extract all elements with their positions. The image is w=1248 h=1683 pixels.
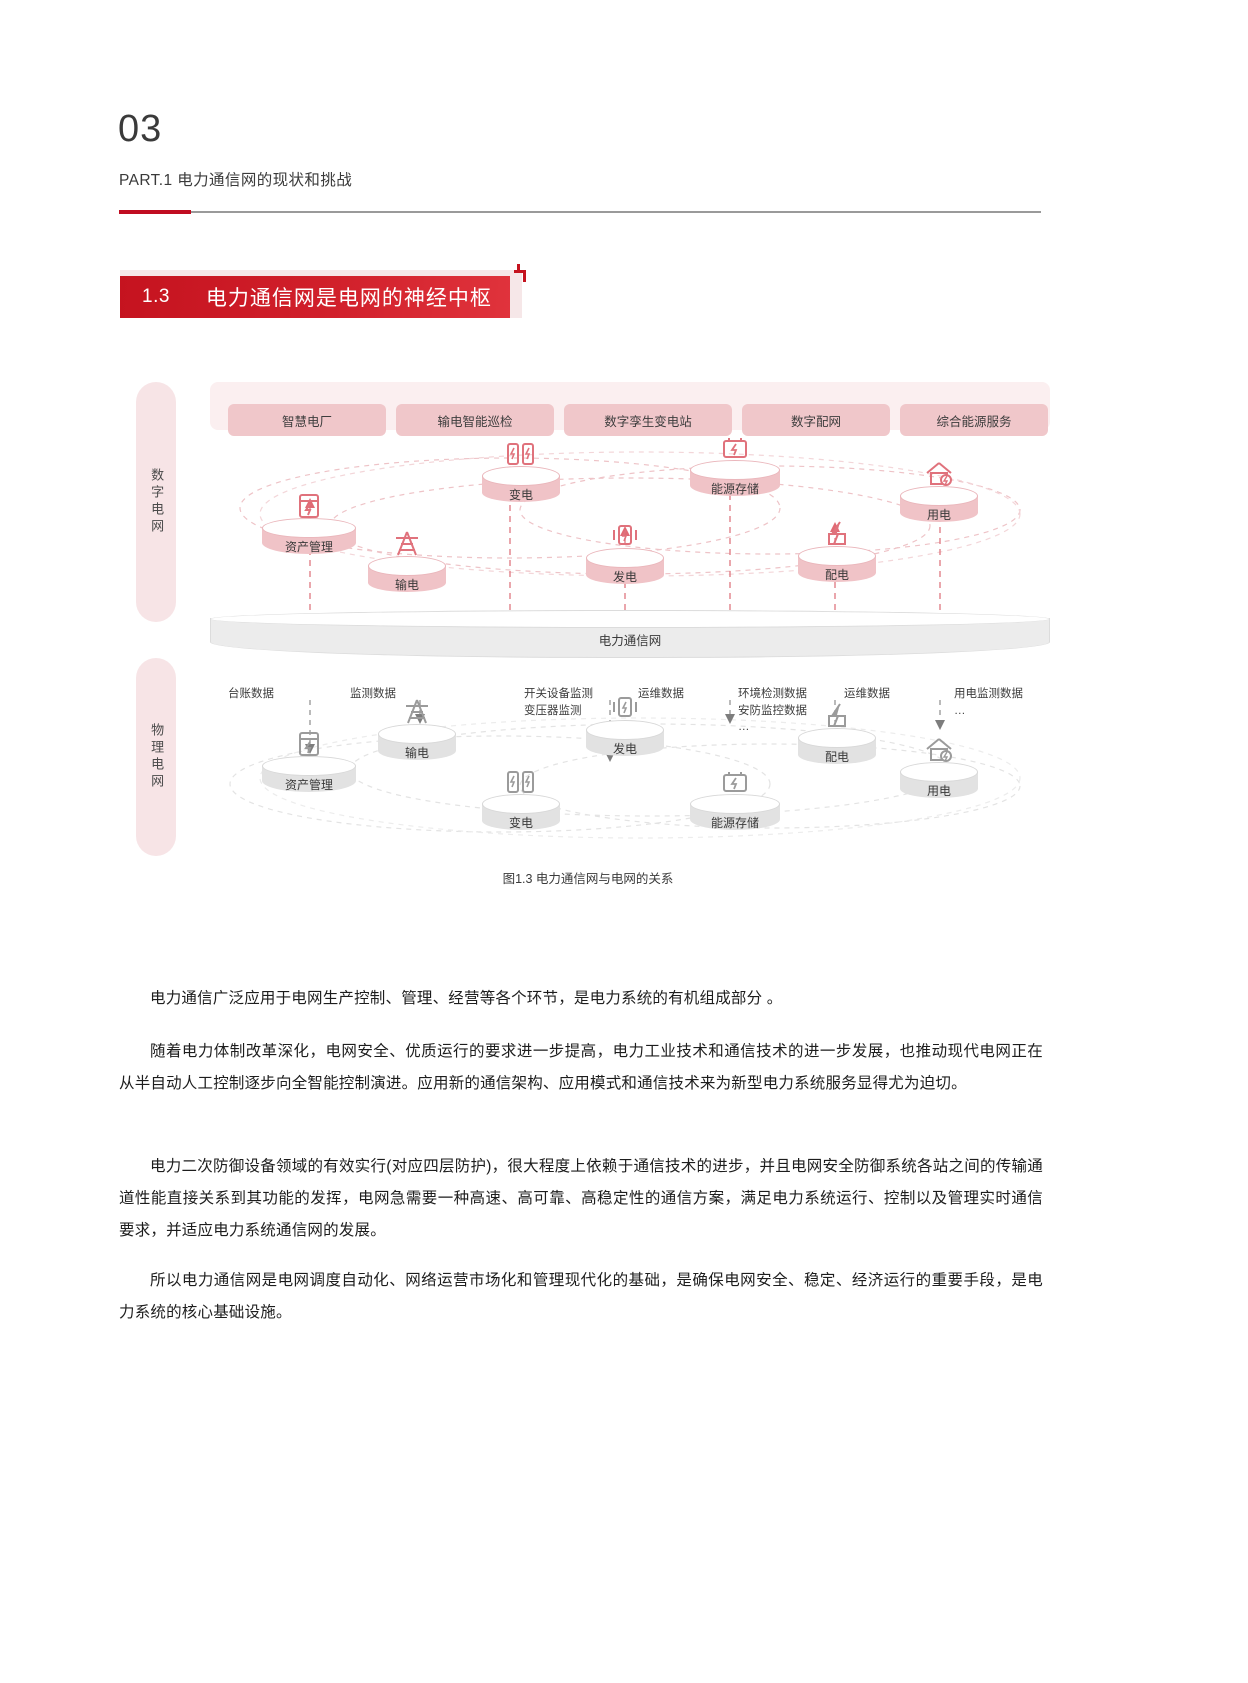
physical-node-label: 能源存储 bbox=[710, 816, 759, 830]
body-paragraph: 所以电力通信网是电网调度自动化、网络运营市场化和管理现代化的基础，是确保电网安全… bbox=[119, 1272, 1043, 1321]
body-paragraph: 随着电力体制改革深化，电网安全、优质运行的要求进一步提高，电力工业技术和通信技术… bbox=[119, 1043, 1043, 1092]
data-label: 运维数据 bbox=[844, 688, 890, 700]
banner-corner-icon bbox=[514, 270, 526, 282]
app-tag[interactable]: 综合能源服务 bbox=[900, 404, 1048, 436]
generator-icon bbox=[610, 694, 640, 727]
section-title: 电力通信网是电网的神经中枢 bbox=[205, 287, 492, 310]
banner-bar: 1.3 电力通信网是电网的神经中枢 bbox=[120, 276, 510, 318]
body-paragraph: 电力二次防御设备领域的有效实行(对应四层防护)，很大程度上依赖于通信技术的进步，… bbox=[119, 1158, 1043, 1239]
communication-network-band: 电力通信网 bbox=[210, 610, 1050, 672]
asset-cabinet-icon bbox=[294, 492, 324, 525]
transmission-tower-icon bbox=[402, 698, 432, 731]
header-rule bbox=[119, 211, 1041, 213]
distribution-box-icon bbox=[822, 520, 852, 553]
transmission-tower-icon bbox=[392, 530, 422, 563]
section-number: 1.3 bbox=[142, 286, 170, 307]
physical-node-label: 变电 bbox=[508, 816, 533, 830]
page-number: 03 bbox=[118, 108, 163, 150]
digital-node-label: 变电 bbox=[508, 488, 533, 502]
physical-node-label: 输电 bbox=[404, 746, 429, 760]
side-label-physical: 物理电网 bbox=[136, 658, 176, 856]
side-label-digital-text: 数字电网 bbox=[149, 468, 165, 536]
data-label: 监测数据 bbox=[350, 688, 396, 700]
digital-node-label: 发电 bbox=[612, 570, 637, 584]
asset-cabinet-icon bbox=[294, 730, 324, 763]
physical-node-label: 用电 bbox=[926, 784, 951, 798]
app-tag[interactable]: 数字孪生变电站 bbox=[564, 404, 732, 436]
side-label-digital: 数字电网 bbox=[136, 382, 176, 622]
distribution-box-icon bbox=[822, 702, 852, 735]
substation-battery-icon bbox=[504, 768, 538, 801]
figure-diagram: 数字电网 物理电网 智慧电厂 输电智能巡检 数字孪生变电站 数字配网 综合能源服… bbox=[118, 368, 1058, 888]
physical-node-label: 资产管理 bbox=[284, 778, 333, 792]
app-tag[interactable]: 数字配网 bbox=[742, 404, 890, 436]
substation-battery-icon bbox=[504, 440, 538, 473]
digital-node-label: 配电 bbox=[824, 568, 849, 582]
application-tag-bar: 智慧电厂 输电智能巡检 数字孪生变电站 数字配网 综合能源服务 bbox=[210, 382, 1050, 436]
physical-grid-zone: 资产管理 输电 变电 发电 bbox=[210, 697, 1050, 858]
battery-storage-icon bbox=[719, 768, 751, 801]
battery-storage-icon bbox=[719, 434, 751, 467]
section-banner: 1.3 电力通信网是电网的神经中枢 bbox=[120, 270, 526, 318]
communication-band-label: 电力通信网 bbox=[598, 634, 662, 648]
home-meter-icon bbox=[923, 736, 955, 769]
home-meter-icon bbox=[923, 460, 955, 493]
app-tag[interactable]: 智慧电厂 bbox=[228, 404, 386, 436]
figure-caption: 图1.3 电力通信网与电网的关系 bbox=[502, 872, 674, 886]
data-label: 开关设备监测 变压器监测 bbox=[524, 688, 593, 717]
digital-grid-zone: 资产管理 输电 变电 发电 bbox=[210, 430, 1050, 610]
digital-node-label: 能源存储 bbox=[710, 482, 759, 496]
physical-node-label: 配电 bbox=[824, 750, 849, 764]
generator-icon bbox=[610, 522, 640, 555]
data-label: 台账数据 bbox=[228, 688, 274, 700]
data-label: 运维数据 bbox=[638, 688, 684, 700]
part-subtitle: PART.1 电力通信网的现状和挑战 bbox=[119, 172, 353, 189]
digital-node-label: 输电 bbox=[394, 578, 419, 592]
header-rule-accent bbox=[119, 210, 191, 214]
physical-node-label: 发电 bbox=[612, 742, 637, 756]
digital-node-label: 用电 bbox=[926, 508, 951, 522]
body-paragraph: 电力通信广泛应用于电网生产控制、管理、经营等各个环节，是电力系统的有机组成部分 … bbox=[150, 990, 783, 1007]
data-label: 用电监测数据 … bbox=[954, 688, 1023, 717]
digital-node-label: 资产管理 bbox=[284, 540, 333, 554]
data-label: 环境检测数据 安防监控数据 … bbox=[738, 688, 807, 734]
side-label-physical-text: 物理电网 bbox=[149, 723, 165, 791]
app-tag[interactable]: 输电智能巡检 bbox=[396, 404, 554, 436]
